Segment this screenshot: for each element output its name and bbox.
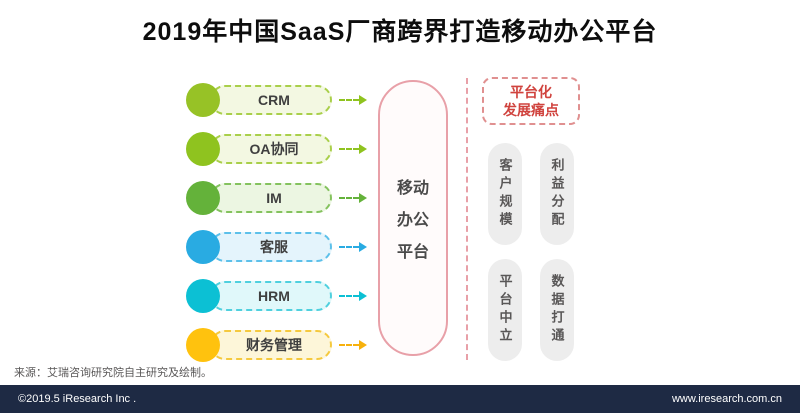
arrow-right-icon — [339, 144, 367, 154]
category-label: OA协同 — [249, 141, 299, 157]
flow-row-customer-service: 客服 — [186, 230, 367, 264]
arrow-line — [339, 99, 359, 101]
arrow-line — [339, 148, 359, 150]
category-dot — [186, 328, 220, 362]
arrow-right-icon — [339, 291, 367, 301]
arrow-right-icon — [339, 95, 367, 105]
arrow-line — [339, 197, 359, 199]
footer-bar: ©2019.5 iResearch Inc . www.iresearch.co… — [0, 385, 800, 413]
pain-points-section: 平台化 发展痛点 客户规模 利益分配 平台中立 数据打通 — [482, 77, 580, 362]
pain-point-data-connectivity: 数据打通 — [540, 259, 574, 362]
category-label: CRM — [258, 92, 290, 108]
flow-row-hrm: HRM — [186, 279, 367, 313]
source-note: 来源：艾瑞咨询研究院自主研究及绘制。 — [14, 367, 212, 379]
category-pill: 客服 — [210, 232, 332, 262]
platform-label-line: 平台 — [396, 244, 429, 261]
category-label: IM — [266, 190, 282, 206]
arrow-line — [339, 295, 359, 297]
footer-copyright: ©2019.5 iResearch Inc . — [18, 393, 137, 405]
pain-points-header: 平台化 发展痛点 — [482, 77, 580, 126]
saas-category-list: CRM OA协同 IM — [186, 83, 367, 362]
pain-point-platform-neutrality: 平台中立 — [488, 259, 522, 362]
pain-point-benefit-distribution: 利益分配 — [540, 143, 574, 246]
arrow-head — [359, 242, 367, 252]
category-dot — [186, 83, 220, 117]
page-title: 2019年中国SaaS厂商跨界打造移动办公平台 — [142, 18, 658, 46]
pain-header-line1: 平台化 — [510, 84, 552, 100]
arrow-line — [339, 246, 359, 248]
flow-row-oa: OA协同 — [186, 132, 367, 166]
category-label: HRM — [258, 288, 290, 304]
category-label: 财务管理 — [246, 337, 302, 353]
pain-header-line2: 发展痛点 — [503, 102, 559, 119]
category-label: 客服 — [260, 239, 288, 255]
footer-website: www.iresearch.com.cn — [671, 393, 782, 405]
arrow-right-icon — [339, 340, 367, 350]
arrow-head — [359, 291, 367, 301]
pain-points-grid: 客户规模 利益分配 平台中立 数据打通 — [482, 143, 580, 362]
category-pill: CRM — [210, 85, 332, 115]
arrow-head — [359, 193, 367, 203]
category-dot — [186, 132, 220, 166]
category-dot — [186, 230, 220, 264]
flow-row-crm: CRM — [186, 83, 367, 117]
platform-label-line: 办公 — [396, 212, 429, 229]
arrow-right-icon — [339, 242, 367, 252]
arrow-head — [359, 144, 367, 154]
dashed-divider — [466, 78, 468, 360]
arrow-right-icon — [339, 193, 367, 203]
arrow-head — [359, 95, 367, 105]
flow-row-finance: 财务管理 — [186, 328, 367, 362]
category-pill: OA协同 — [210, 134, 332, 164]
mobile-office-platform-pill: 移动 办公 平台 — [378, 80, 448, 356]
arrow-line — [339, 344, 359, 346]
category-dot — [186, 181, 220, 215]
platform-label-line: 移动 — [396, 180, 429, 197]
category-pill: IM — [210, 183, 332, 213]
category-dot — [186, 279, 220, 313]
flow-row-im: IM — [186, 181, 367, 215]
pain-point-customer-scale: 客户规模 — [488, 143, 522, 246]
category-pill: HRM — [210, 281, 332, 311]
arrow-head — [359, 340, 367, 350]
category-pill: 财务管理 — [210, 330, 332, 360]
